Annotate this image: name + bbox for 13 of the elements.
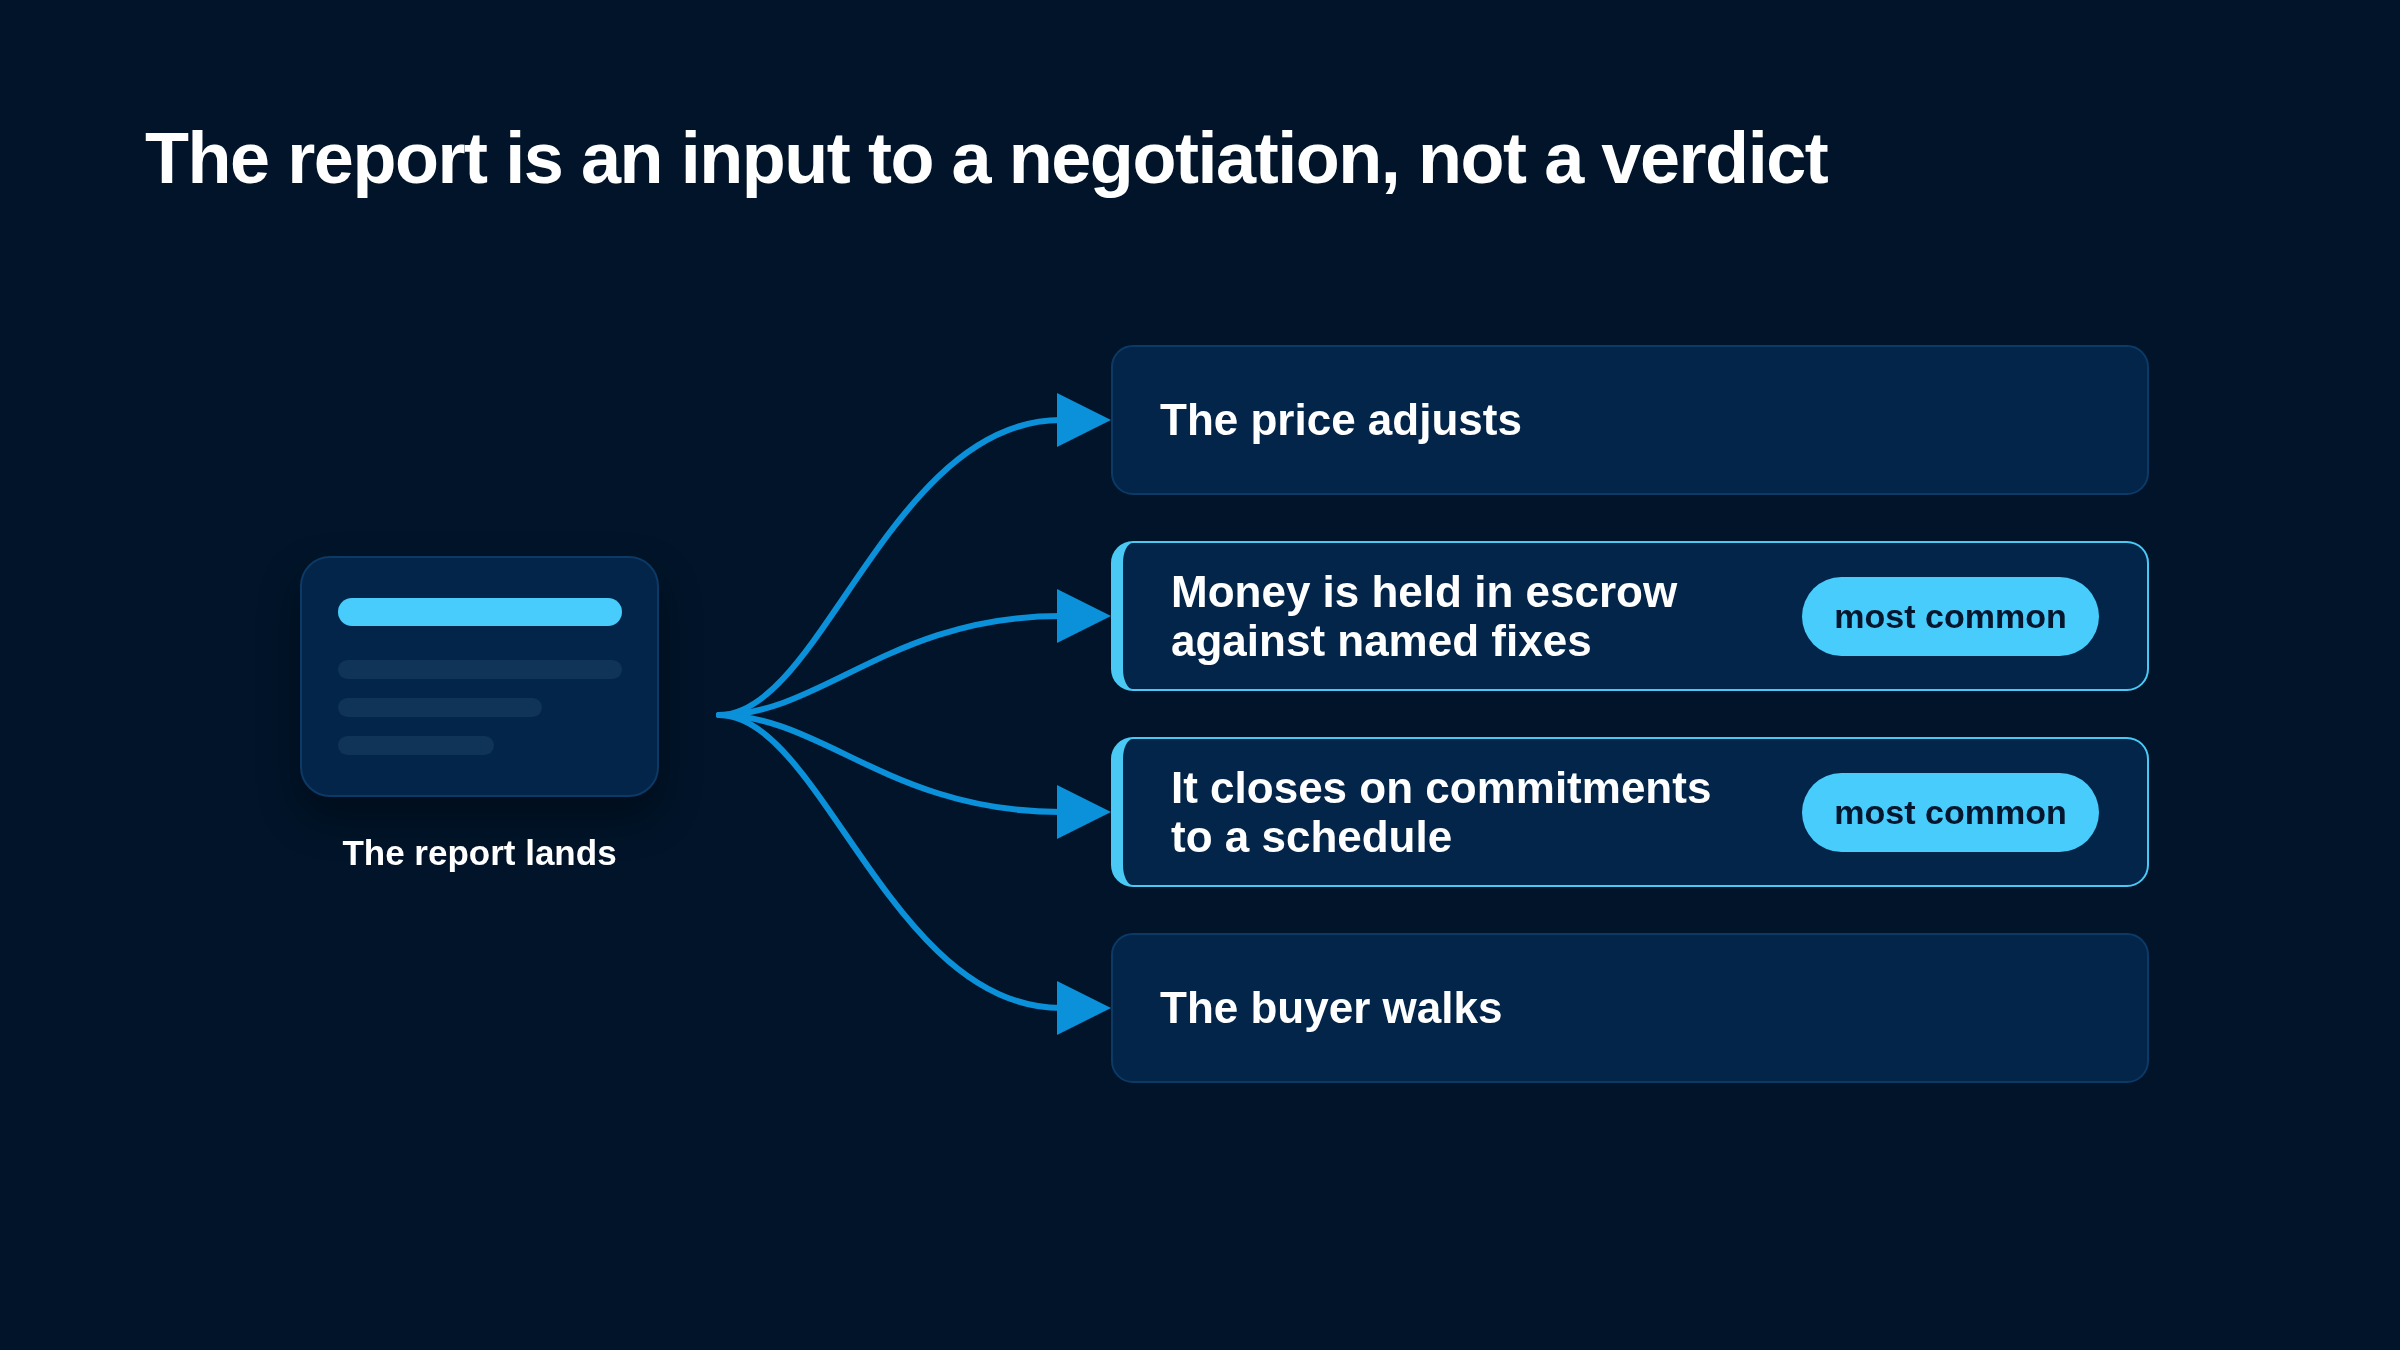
- badge: most common: [1802, 576, 2099, 656]
- outcome-text: It closes on commitments to a schedule: [1171, 762, 1713, 862]
- document-card: [300, 556, 659, 797]
- outcome-text: The buyer walks: [1160, 983, 1504, 1033]
- badge: most common: [1802, 772, 2099, 852]
- card-caption: The report lands: [342, 832, 617, 874]
- outcome-text: Money is held in escrow against named fixes: [1171, 566, 1679, 666]
- outcome-box: [1111, 345, 2149, 495]
- outcome-box: [1111, 933, 2149, 1083]
- outcome-text: The price adjusts: [1160, 395, 1523, 445]
- highlighted-outcome-box: [1111, 737, 2149, 887]
- arrow: [716, 712, 1111, 1035]
- highlighted-outcome-box: [1111, 541, 2149, 691]
